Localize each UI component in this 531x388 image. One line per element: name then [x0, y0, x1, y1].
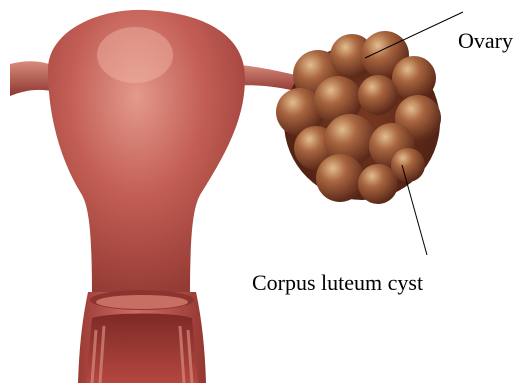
cervical-os-inner [96, 295, 188, 309]
corpus-luteum-cyst [276, 31, 441, 204]
ovary-label: Ovary [458, 28, 513, 53]
cyst-label: Corpus luteum cyst [252, 270, 423, 295]
uterus-highlight [97, 27, 173, 83]
